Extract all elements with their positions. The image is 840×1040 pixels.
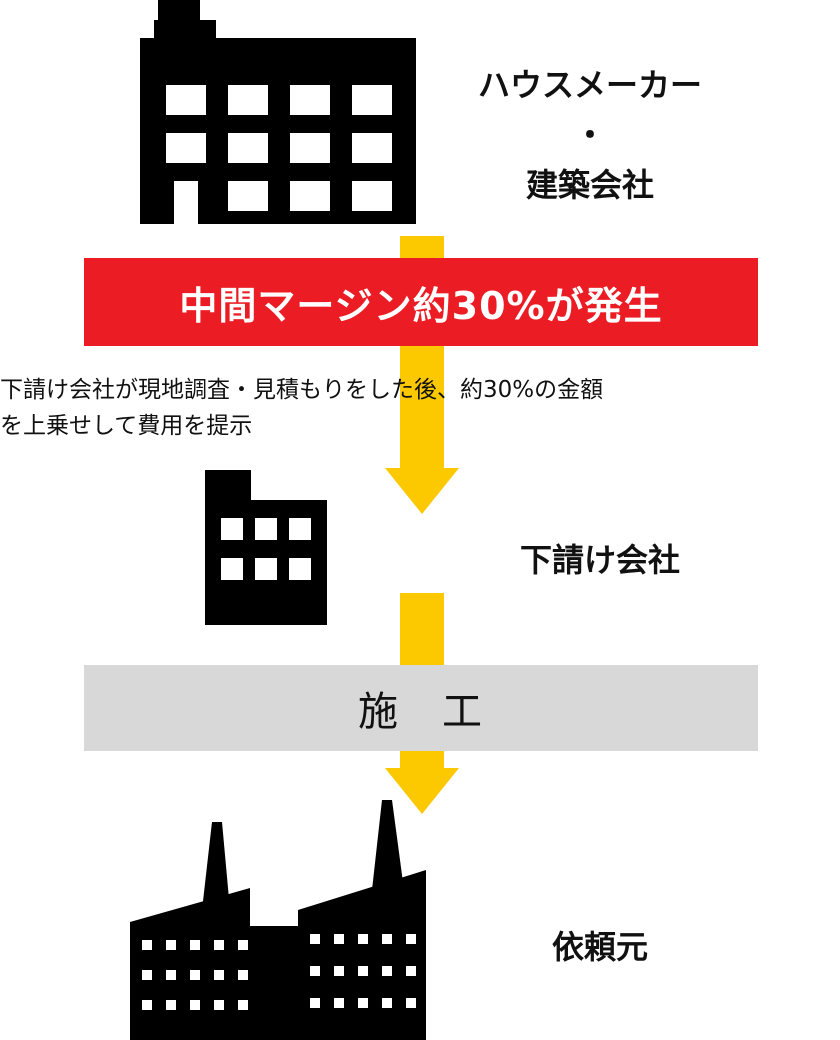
client-label: 依頼元 bbox=[551, 928, 648, 966]
office-building-icon bbox=[140, 0, 416, 224]
factory-icon bbox=[130, 800, 426, 1040]
house-maker-label: ハウスメーカー ・ 建築会社 bbox=[430, 60, 750, 210]
note-line1: 下請け会社が現地調査・見積もりをした後、約30%の金額 bbox=[0, 377, 604, 403]
house-maker-line1: ハウスメーカー bbox=[477, 66, 702, 104]
margin-note: 下請け会社が現地調査・見積もりをした後、約30%の金額 を上乗せして費用を提示 bbox=[0, 372, 830, 444]
note-line2: を上乗せして費用を提示 bbox=[0, 413, 253, 439]
down-arrow-icon bbox=[385, 468, 459, 514]
down-arrow-icon bbox=[385, 768, 459, 814]
house-maker-line3: 建築会社 bbox=[525, 166, 654, 204]
house-maker-line2: ・ bbox=[573, 116, 606, 154]
margin-band: 中間マージン約30%が発生 bbox=[84, 258, 758, 346]
subcontractor-label: 下請け会社 bbox=[519, 541, 680, 579]
construction-band: 施 工 bbox=[84, 665, 758, 751]
small-building-icon bbox=[205, 470, 327, 625]
